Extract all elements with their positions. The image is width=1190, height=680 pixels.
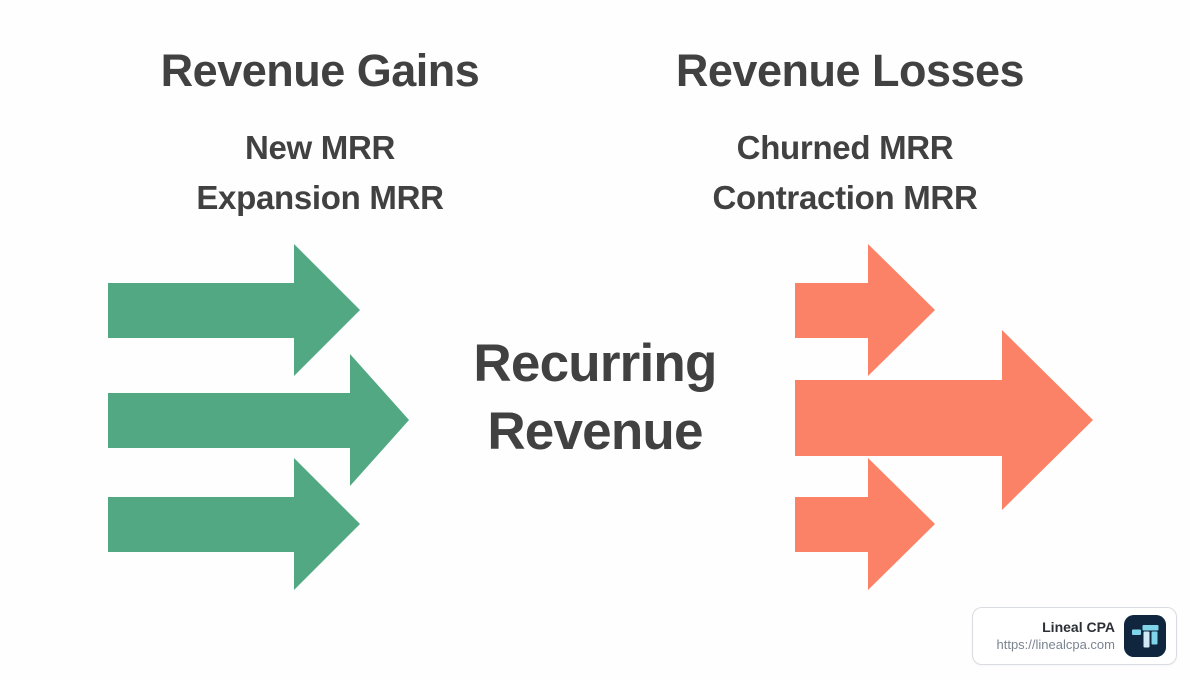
- gains-arrow-middle: [108, 354, 409, 486]
- losses-arrow-bottom: [795, 458, 935, 590]
- center-label-line-1: Recurring: [473, 334, 717, 393]
- losses-heading: Revenue Losses: [675, 45, 1025, 96]
- gains-arrow-top: [108, 244, 360, 376]
- badge-company-name: Lineal CPA: [1042, 619, 1115, 636]
- badge-text-group: Lineal CPA https://linealcpa.com: [996, 619, 1115, 653]
- center-label: Recurring Revenue: [430, 330, 760, 466]
- badge-url[interactable]: https://linealcpa.com: [996, 636, 1115, 652]
- gains-arrow-bottom: [108, 458, 360, 590]
- attribution-badge[interactable]: Lineal CPA https://linealcpa.com: [972, 607, 1177, 665]
- losses-item-churned-mrr: Churned MRR: [736, 129, 954, 166]
- center-label-line-2: Revenue: [487, 401, 703, 461]
- losses-arrow-top: [795, 244, 935, 376]
- losses-item-contraction-mrr: Contraction MRR: [712, 179, 978, 216]
- gains-item-expansion-mrr: Expansion MRR: [196, 179, 444, 216]
- gains-item-new-mrr: New MRR: [244, 129, 396, 166]
- losses-arrow-middle: [795, 330, 1093, 510]
- gains-heading: Revenue Gains: [160, 45, 480, 96]
- lineal-cpa-logo-icon: [1124, 615, 1166, 657]
